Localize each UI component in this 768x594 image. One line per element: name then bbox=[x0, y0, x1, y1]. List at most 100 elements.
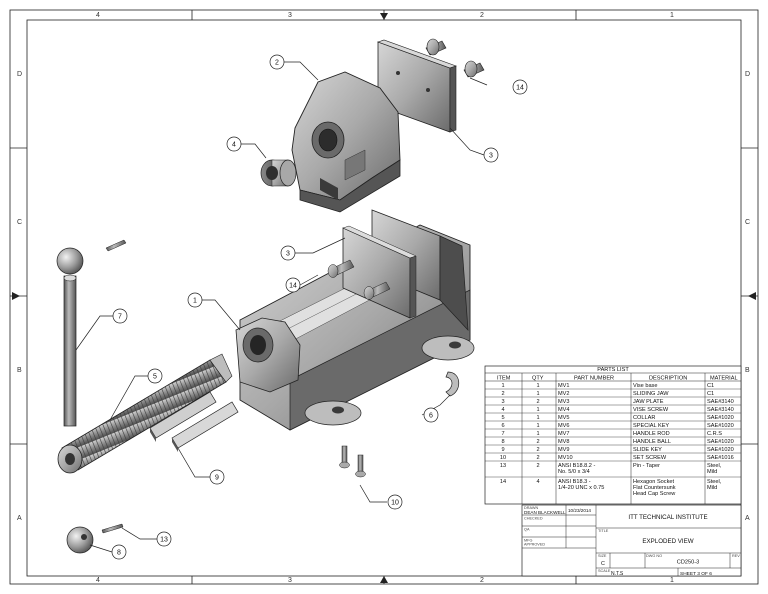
parts-list-cell: 8 bbox=[501, 439, 504, 445]
taper-pin-bottom bbox=[101, 523, 124, 534]
parts-list-cell: JAW PLATE bbox=[633, 399, 664, 405]
svg-text:14: 14 bbox=[289, 283, 297, 290]
zone-left-C: C bbox=[17, 219, 22, 226]
parts-list-cell: Vise base bbox=[633, 383, 657, 389]
svg-text:13: 13 bbox=[160, 537, 168, 544]
parts-list-cell: MV7 bbox=[558, 431, 570, 437]
parts-list-cell: VISE SCREW bbox=[633, 407, 669, 413]
svg-text:7: 7 bbox=[118, 314, 122, 321]
zone-right-B: B bbox=[745, 367, 750, 374]
cap-screws-top bbox=[425, 38, 485, 78]
parts-list-cell: 14 bbox=[500, 479, 506, 485]
parts-list-cell: 2 bbox=[536, 463, 539, 469]
parts-list-cell: 4 bbox=[536, 479, 539, 485]
svg-text:10: 10 bbox=[391, 500, 399, 507]
parts-list-cell: 2 bbox=[536, 447, 539, 453]
parts-list-cell: 6 bbox=[501, 423, 504, 429]
parts-list-cell: SLIDING JAW bbox=[633, 391, 669, 397]
svg-text:4: 4 bbox=[232, 142, 236, 149]
rev-label: REV bbox=[732, 554, 740, 558]
parts-list-cell: MV5 bbox=[558, 415, 570, 421]
parts-list-cell: ANSI B18.3 -1/4-20 UNC x 0.75 bbox=[558, 479, 604, 491]
parts-list-cell: HANDLE BALL bbox=[633, 439, 671, 445]
parts-list-cell: SAE#3140 bbox=[707, 399, 734, 405]
parts-list-cell: MV6 bbox=[558, 423, 570, 429]
balloon-4: 5 bbox=[147, 368, 163, 384]
parts-list-cell: 9 bbox=[501, 447, 504, 453]
checked-label: CHECKED bbox=[524, 517, 543, 521]
vise-screw bbox=[57, 353, 233, 474]
parts-list-cell: 10 bbox=[500, 455, 506, 461]
qa-label: QA bbox=[524, 528, 530, 532]
mfg-label: MFG bbox=[524, 539, 532, 543]
zone-right-C: C bbox=[745, 219, 750, 226]
parts-list-cell: MV2 bbox=[558, 391, 570, 397]
parts-list-cell: 2 bbox=[536, 439, 539, 445]
parts-list-cell: SAE#3140 bbox=[707, 407, 734, 413]
parts-list-cell: 13 bbox=[500, 463, 506, 469]
size-value: C bbox=[601, 561, 605, 567]
parts-list-cell: MV3 bbox=[558, 399, 570, 405]
scale-value: N.T.S bbox=[611, 571, 624, 577]
parts-list-cell: MV10 bbox=[558, 455, 573, 461]
drawn-label: DRAWN bbox=[524, 506, 538, 510]
parts-list-cell: 2 bbox=[536, 399, 539, 405]
zone-top-1: 1 bbox=[670, 12, 674, 19]
handle-ball-bottom bbox=[66, 526, 94, 554]
zone-right-D: D bbox=[745, 71, 750, 78]
zone-bottom-3: 3 bbox=[288, 577, 292, 584]
balloon-14-fixed: 14 bbox=[285, 277, 301, 293]
parts-list-cell: 1 bbox=[536, 423, 539, 429]
balloon-10: 10 bbox=[387, 494, 403, 510]
drawn-date: 10/23/2014 bbox=[568, 508, 591, 513]
parts-list-row: 6 1 MV6 SPECIAL KEY SAE#1020 bbox=[501, 423, 733, 429]
handle-ball-top bbox=[56, 247, 84, 275]
dwg-no-label: DWG NO bbox=[646, 554, 662, 558]
cap-screws-fixed bbox=[327, 259, 391, 300]
header-part-number: PART NUMBER bbox=[574, 376, 614, 382]
header-description: DESCRIPTION bbox=[649, 376, 687, 382]
parts-list-cell: 2 bbox=[536, 455, 539, 461]
balloon-14-top: 14 bbox=[512, 79, 528, 95]
header-material: MATERIAL bbox=[710, 376, 738, 382]
balloon-5: 4 bbox=[226, 136, 242, 152]
parts-list-cell: Pin - Taper bbox=[633, 463, 660, 469]
sliding-jaw bbox=[291, 71, 401, 213]
parts-list-cell: C1 bbox=[707, 383, 714, 389]
balloon-3-top: 3 bbox=[483, 147, 499, 163]
collar bbox=[260, 159, 297, 187]
parts-list-cell: SAE#1020 bbox=[707, 447, 734, 453]
jaw-plate-fixed bbox=[342, 225, 417, 319]
balloon-13: 13 bbox=[156, 531, 172, 547]
zone-bottom-2: 2 bbox=[480, 577, 484, 584]
parts-list-cell: 1 bbox=[536, 383, 539, 389]
parts-list-cell: SAE#1020 bbox=[707, 423, 734, 429]
parts-list-cell: ANSI B18.8.2 -No. 5/0 x 3/4 bbox=[558, 463, 595, 475]
svg-text:8: 8 bbox=[117, 550, 121, 557]
header-qty: QTY bbox=[532, 376, 544, 382]
zone-top-3: 3 bbox=[288, 12, 292, 19]
balloon-8: 8 bbox=[111, 544, 127, 560]
balloon-3-fixed: 3 bbox=[280, 245, 296, 261]
parts-list-row: 14 4 ANSI B18.3 -1/4-20 UNC x 0.75 Hexagon … bbox=[500, 479, 722, 497]
balloon-2: 2 bbox=[269, 54, 285, 70]
parts-list-cell: SAE#1020 bbox=[707, 439, 734, 445]
taper-pin-top bbox=[105, 239, 127, 252]
parts-list-cell: 1 bbox=[536, 431, 539, 437]
drawing-title: EXPLODED VIEW bbox=[642, 538, 693, 545]
special-key bbox=[445, 371, 460, 397]
parts-list-cell: 1 bbox=[536, 407, 539, 413]
sheet-number: SHEET 3 OF 6 bbox=[680, 571, 712, 577]
parts-list-cell: Steel,Mild bbox=[707, 479, 722, 491]
parts-list-cell: MV4 bbox=[558, 407, 570, 413]
parts-list-cell: SPECIAL KEY bbox=[633, 423, 669, 429]
set-screws bbox=[339, 445, 366, 478]
